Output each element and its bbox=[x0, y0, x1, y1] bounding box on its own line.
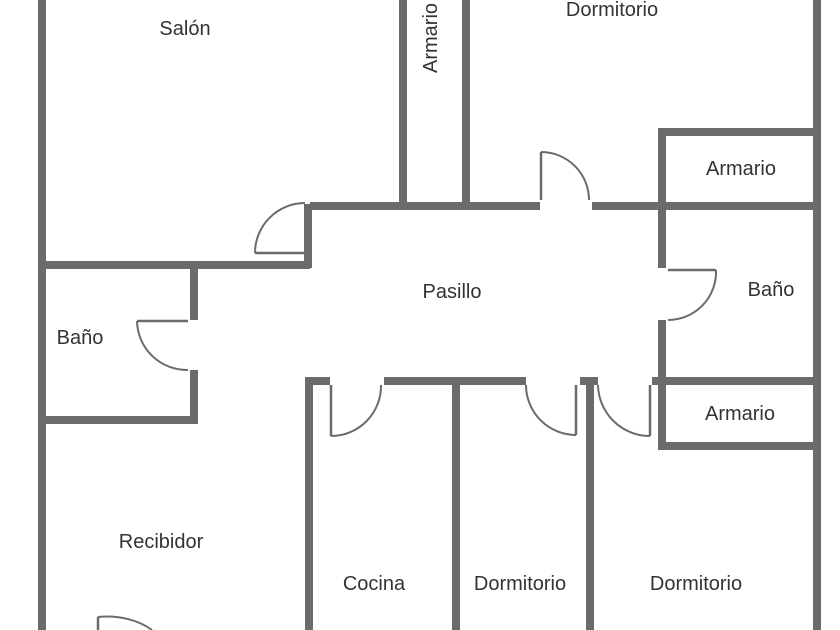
door-arc-salon bbox=[254, 202, 306, 254]
room-label-salon: Salón bbox=[159, 18, 210, 40]
doors bbox=[96, 151, 718, 630]
door-arc-dormitorio-middle bbox=[525, 384, 577, 436]
room-label-dormitorio-middle: Dormitorio bbox=[474, 573, 566, 595]
room-label-bano-right: Baño bbox=[748, 279, 795, 301]
room-label-bano-left: Baño bbox=[57, 327, 104, 349]
door-arc-recibidor bbox=[97, 615, 153, 630]
room-label-dormitorio-top: Dormitorio bbox=[566, 0, 658, 21]
door-arc-dormitorio-top bbox=[540, 151, 590, 201]
door-arc-bano-left bbox=[136, 320, 189, 372]
door-arc-cocina bbox=[330, 384, 383, 437]
room-label-cocina: Cocina bbox=[343, 573, 406, 595]
door-arc-dormitorio-right bbox=[597, 384, 651, 437]
room-label-pasillo: Pasillo bbox=[423, 281, 482, 303]
room-label-dormitorio-right: Dormitorio bbox=[650, 573, 742, 595]
room-label-armario-right-top: Armario bbox=[706, 158, 776, 180]
room-label-armario-top: Armario bbox=[420, 3, 442, 73]
door-arc-bano-right bbox=[667, 269, 718, 322]
walls bbox=[38, 0, 821, 630]
room-label-recibidor: Recibidor bbox=[119, 531, 204, 553]
room-label-armario-right-bottom: Armario bbox=[705, 403, 775, 425]
room-labels: Salón Armario Dormitorio Armario Pasillo… bbox=[57, 0, 795, 595]
